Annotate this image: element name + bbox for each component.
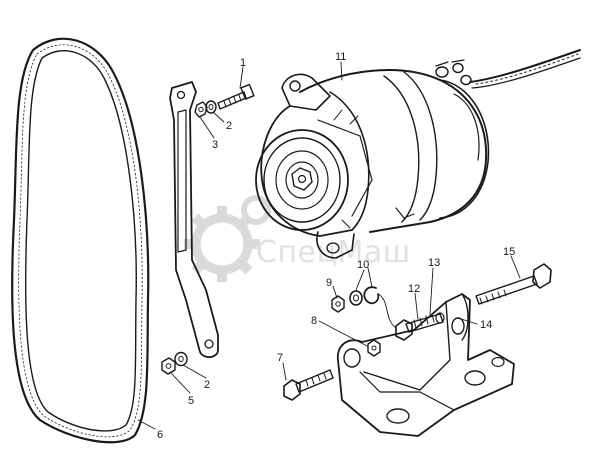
callout-2-top: 2 [226, 120, 232, 132]
callout-10: 10 [357, 259, 369, 271]
tension-bracket [169, 81, 219, 358]
callout-2-bottom: 2 [204, 379, 210, 391]
callout-12: 12 [408, 283, 420, 295]
callout-14: 14 [480, 319, 492, 331]
nut-bottom [161, 357, 176, 375]
v-belt [11, 37, 150, 444]
nut-top [194, 101, 208, 118]
leader-lines [137, 61, 521, 430]
callout-9: 9 [326, 277, 332, 289]
bolt-long [475, 263, 552, 305]
bolt-7 [283, 369, 334, 401]
callout-5: 5 [188, 395, 194, 407]
callout-1: 1 [240, 57, 246, 69]
callout-8: 8 [311, 315, 317, 327]
base-bracket [336, 293, 515, 437]
watermark-gear-logo [184, 195, 271, 282]
callout-11: 11 [335, 51, 346, 63]
washer-bottom [174, 351, 188, 367]
watermark: СпецМаш [184, 195, 410, 282]
generator-cable [469, 49, 581, 83]
callout-7: 7 [277, 352, 283, 364]
callout-15: 15 [503, 246, 515, 258]
bolt-top [217, 83, 255, 110]
generator-terminals [435, 59, 472, 86]
generator-pulley [255, 129, 349, 231]
callout-numbers: 1 2 3 11 2 5 6 7 8 9 10 12 13 14 15 [157, 51, 515, 441]
callout-3: 3 [212, 139, 218, 151]
adjusting-bolt [395, 312, 445, 341]
callout-13: 13 [428, 257, 440, 269]
spring-washer-10 [349, 290, 363, 306]
generator [255, 49, 581, 259]
nut-8 [367, 339, 381, 357]
callout-6: 6 [157, 429, 163, 441]
washer-top [205, 100, 217, 114]
washer-10 [363, 286, 380, 305]
nut-9 [331, 295, 345, 313]
